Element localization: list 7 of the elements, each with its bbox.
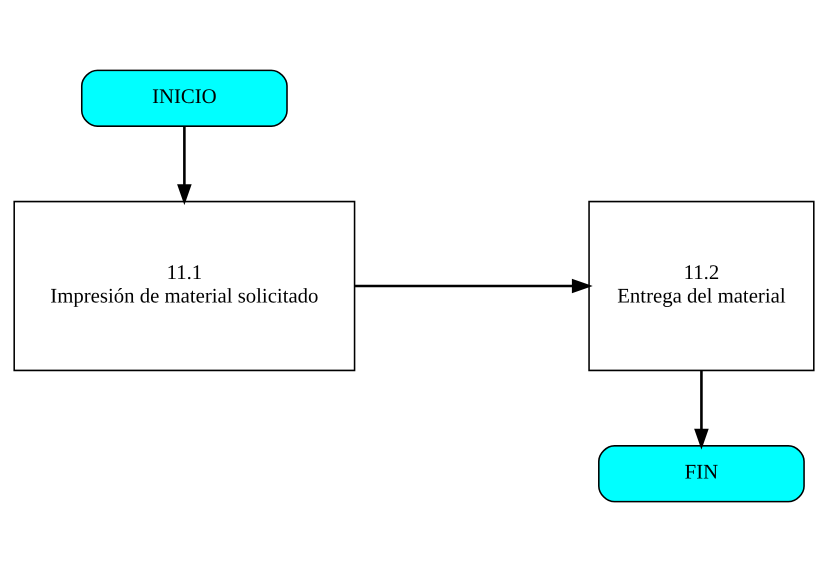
arrow [694,370,708,450]
arrow [354,278,592,293]
node-box: 11.2 Entrega del material [588,200,814,371]
node-box: FIN [598,444,804,502]
node-box: 11.1 Impresión de material solicitado [12,200,355,371]
arrow [176,126,192,205]
node-box: INICIO [80,69,288,126]
